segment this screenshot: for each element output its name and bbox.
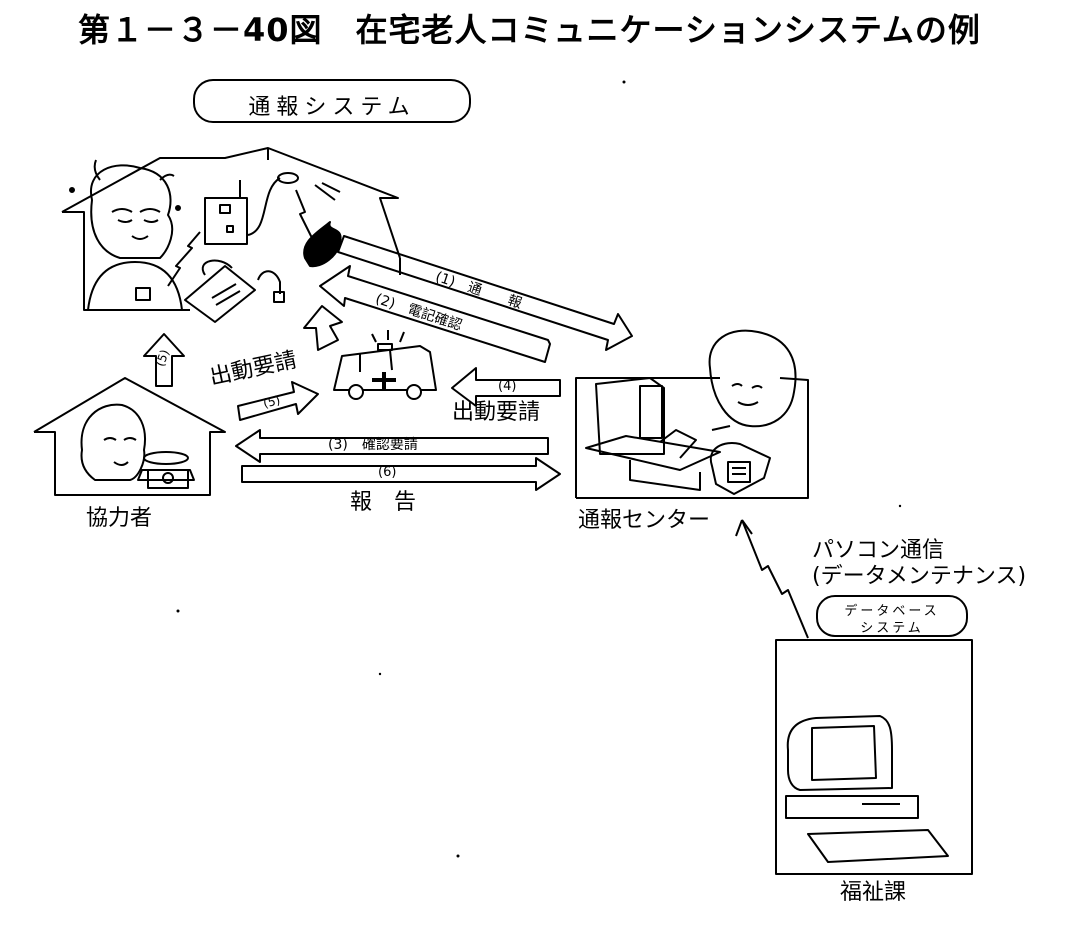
lightning-signal-icon — [167, 231, 201, 287]
woman-telephone-icon — [80, 403, 195, 489]
database-system-badge: データベース システム — [816, 595, 968, 637]
desktop-computer-icon — [785, 715, 949, 863]
arrow-4-dispatch — [451, 367, 561, 407]
arrow-3-confirm-request — [235, 429, 549, 463]
system-label-text: 通報システム — [248, 95, 416, 120]
pc-communication-link-icon — [741, 519, 809, 639]
dispatch-request-right-label: 出動要請 — [452, 400, 541, 425]
welfare-label: 福祉課 — [840, 880, 907, 905]
operator-icon — [708, 329, 797, 431]
pc-comm-label: パソコン通信 — [812, 538, 945, 563]
arrow-6-label: (6) — [378, 465, 397, 480]
arrow-4-label: (4) — [498, 379, 517, 394]
center-label: 通報センター — [578, 508, 711, 533]
elderly-person-icon — [69, 159, 183, 311]
notification-center — [575, 377, 809, 499]
system-label-badge: 通報システム — [193, 79, 471, 123]
flame-icon — [303, 221, 342, 268]
page-title: 第１－３－40図 在宅老人コミュニケーションシステムの例 — [78, 11, 981, 49]
arrow-5-up-left — [143, 333, 185, 387]
arrow-5b-label: (5) — [261, 392, 282, 411]
arrow-2-confirmation — [319, 265, 551, 363]
report-label: 報 告 — [350, 490, 417, 515]
database-label-line1: データベース — [844, 604, 940, 619]
cooperator-label: 協力者 — [86, 506, 153, 531]
arrow-1-notification — [337, 235, 633, 351]
cooperator-house — [33, 377, 226, 496]
arrow-5-up-to-elderly — [303, 305, 343, 351]
telephone-icon — [709, 442, 771, 495]
computer-printer-icon — [585, 377, 721, 491]
smoke-detector-icon — [277, 172, 341, 239]
welfare-office-box — [775, 639, 973, 875]
emergency-transmitter-icon — [204, 177, 281, 245]
database-label-line2: システム — [860, 621, 924, 636]
data-maintenance-label: (データメンテナンス) — [812, 564, 1027, 589]
arrow-3-label: (3) 確認要請 — [328, 437, 418, 453]
pendant-caller-icon — [184, 259, 285, 323]
ambulance-icon — [333, 330, 437, 400]
elderly-house — [61, 147, 401, 311]
arrow-6-report — [241, 457, 561, 491]
arrow-5-to-ambulance — [237, 381, 319, 421]
